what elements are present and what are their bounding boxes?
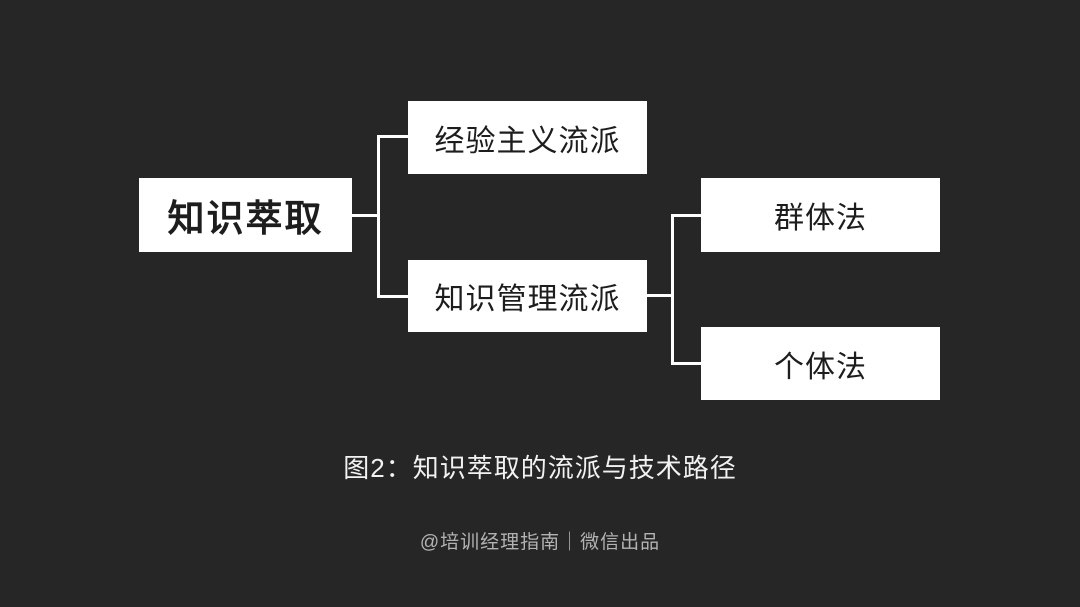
- connector-spine-level-2: [671, 214, 674, 365]
- node-individual-method: 个体法: [701, 327, 940, 400]
- figure-caption: 图2：知识萃取的流派与技术路径: [343, 453, 737, 483]
- node-knowledge-management-school: 知识管理流派: [408, 260, 647, 332]
- credit-line: @培训经理指南｜微信出品: [419, 532, 661, 553]
- connector-spine-level-1: [377, 135, 380, 298]
- connector-to-branch-2: [377, 295, 408, 298]
- connector-to-leaf-2: [671, 362, 701, 365]
- node-knowledge-extraction: 知识萃取: [139, 178, 352, 252]
- node-group-method: 群体法: [701, 178, 940, 252]
- connector-to-leaf-1: [671, 214, 701, 217]
- connector-to-branch-1: [377, 135, 408, 138]
- connector-root-to-spine: [352, 214, 380, 217]
- node-empiricism-school: 经验主义流派: [408, 101, 647, 174]
- connector-branch-2-to-spine: [647, 294, 674, 297]
